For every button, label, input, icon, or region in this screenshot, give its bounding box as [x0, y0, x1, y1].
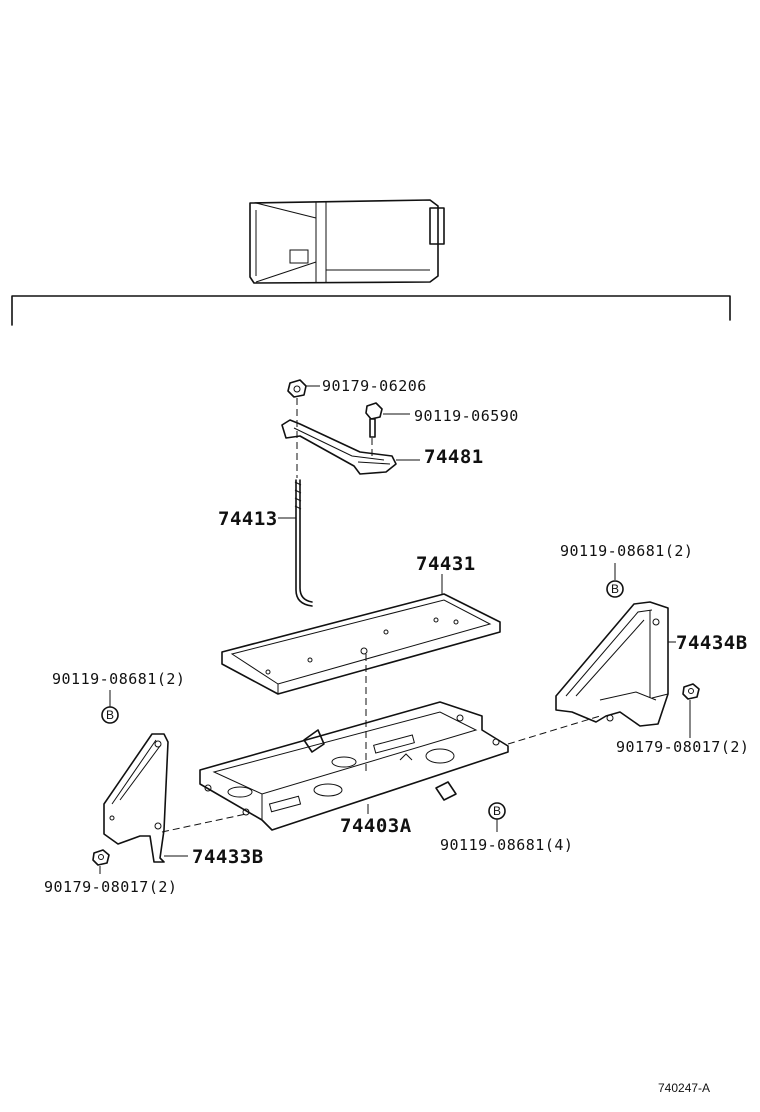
section-bracket	[11, 295, 731, 326]
drawing-code: 740247-A	[658, 1081, 710, 1095]
vehicle-location-icon	[249, 199, 445, 284]
battery-carrier-74403A	[199, 701, 509, 831]
label-74431: 74431	[416, 553, 476, 575]
label-74434B: 74434B	[676, 632, 748, 654]
bolt-90119-06590	[365, 402, 410, 438]
bracket-74434B	[507, 601, 676, 745]
label-90179-06206: 90179-06206	[322, 377, 427, 395]
label-90119-08681-left: 90119-08681(2)	[52, 670, 185, 688]
bolt-marker-letter: B	[493, 804, 501, 818]
label-74481: 74481	[424, 446, 484, 468]
label-90179-08017-right: 90179-08017(2)	[616, 738, 749, 756]
nut-90179-08017-right	[682, 683, 700, 738]
bolt-marker-90119-08681-center: B	[488, 802, 506, 832]
label-90119-08681-right: 90119-08681(2)	[560, 542, 693, 560]
bolt-marker-90119-08681-left: B	[101, 690, 119, 724]
battery-clamp-74481	[281, 398, 420, 478]
label-90179-08017-left: 90179-08017(2)	[44, 878, 177, 896]
label-74433B: 74433B	[192, 846, 264, 868]
bolt-marker-letter: B	[106, 708, 114, 722]
nut-90179-06206	[287, 379, 320, 398]
bolt-marker-90119-08681-right: B	[606, 563, 624, 598]
label-74403A: 74403A	[340, 815, 412, 837]
label-90119-08681-center: 90119-08681(4)	[440, 836, 573, 854]
battery-tray-74431	[221, 574, 501, 772]
nut-90179-08017-left	[92, 849, 110, 874]
bracket-74433B	[103, 733, 247, 863]
hold-down-rod-74413	[278, 479, 313, 607]
label-74413: 74413	[218, 508, 278, 530]
bolt-marker-letter: B	[611, 582, 619, 596]
label-90119-06590: 90119-06590	[414, 407, 519, 425]
